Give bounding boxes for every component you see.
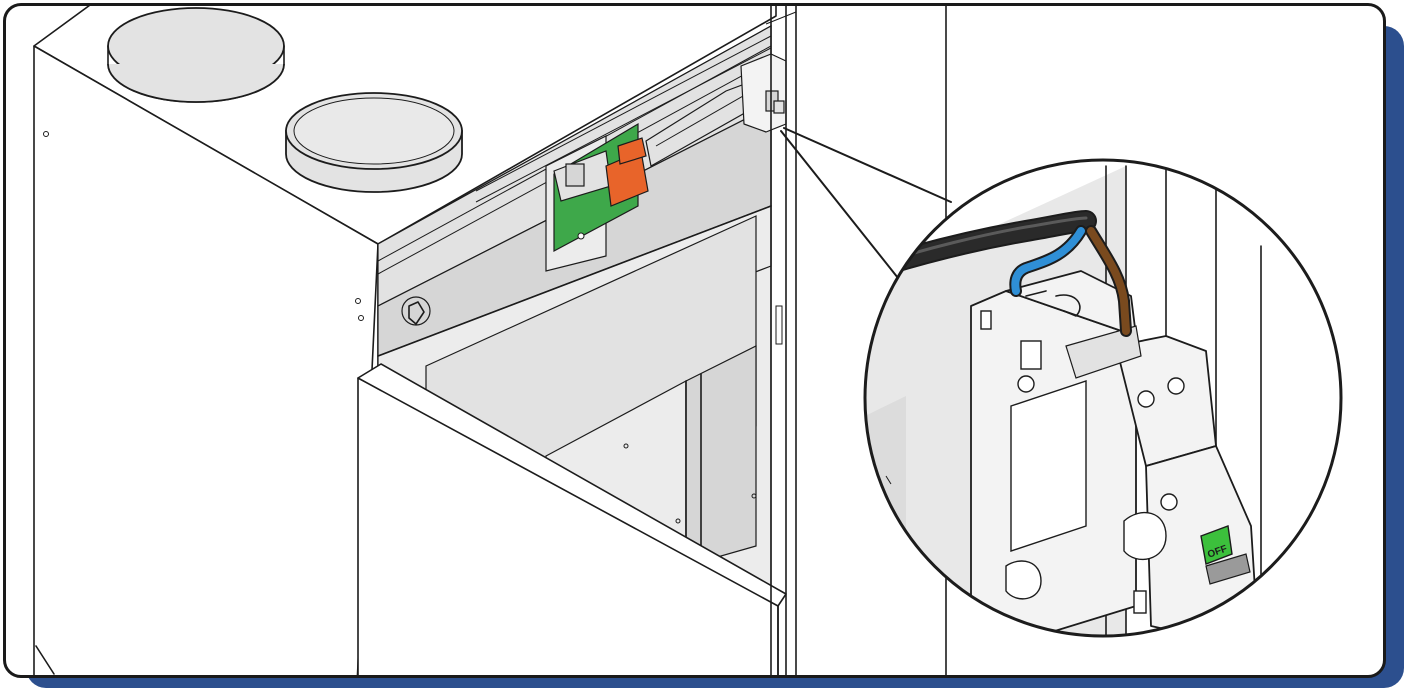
- breaker-small: [740, 53, 787, 133]
- breaker-status-indicator: OFF: [1200, 525, 1251, 585]
- illustration-frame: OFF: [3, 3, 1386, 678]
- detail-callout-circle: OFF: [863, 158, 1343, 638]
- transformer: [605, 137, 649, 207]
- filter-knob: [401, 296, 431, 326]
- illustration-svg: OFF: [33, 6, 1343, 675]
- duct-spigot-rear: [107, 7, 285, 103]
- circuit-breaker: [970, 270, 1257, 636]
- duct-spigot-front: [285, 92, 463, 193]
- cabinet-side-panel: [33, 45, 379, 675]
- callout-pointer: [780, 127, 952, 279]
- control-board: [545, 122, 639, 272]
